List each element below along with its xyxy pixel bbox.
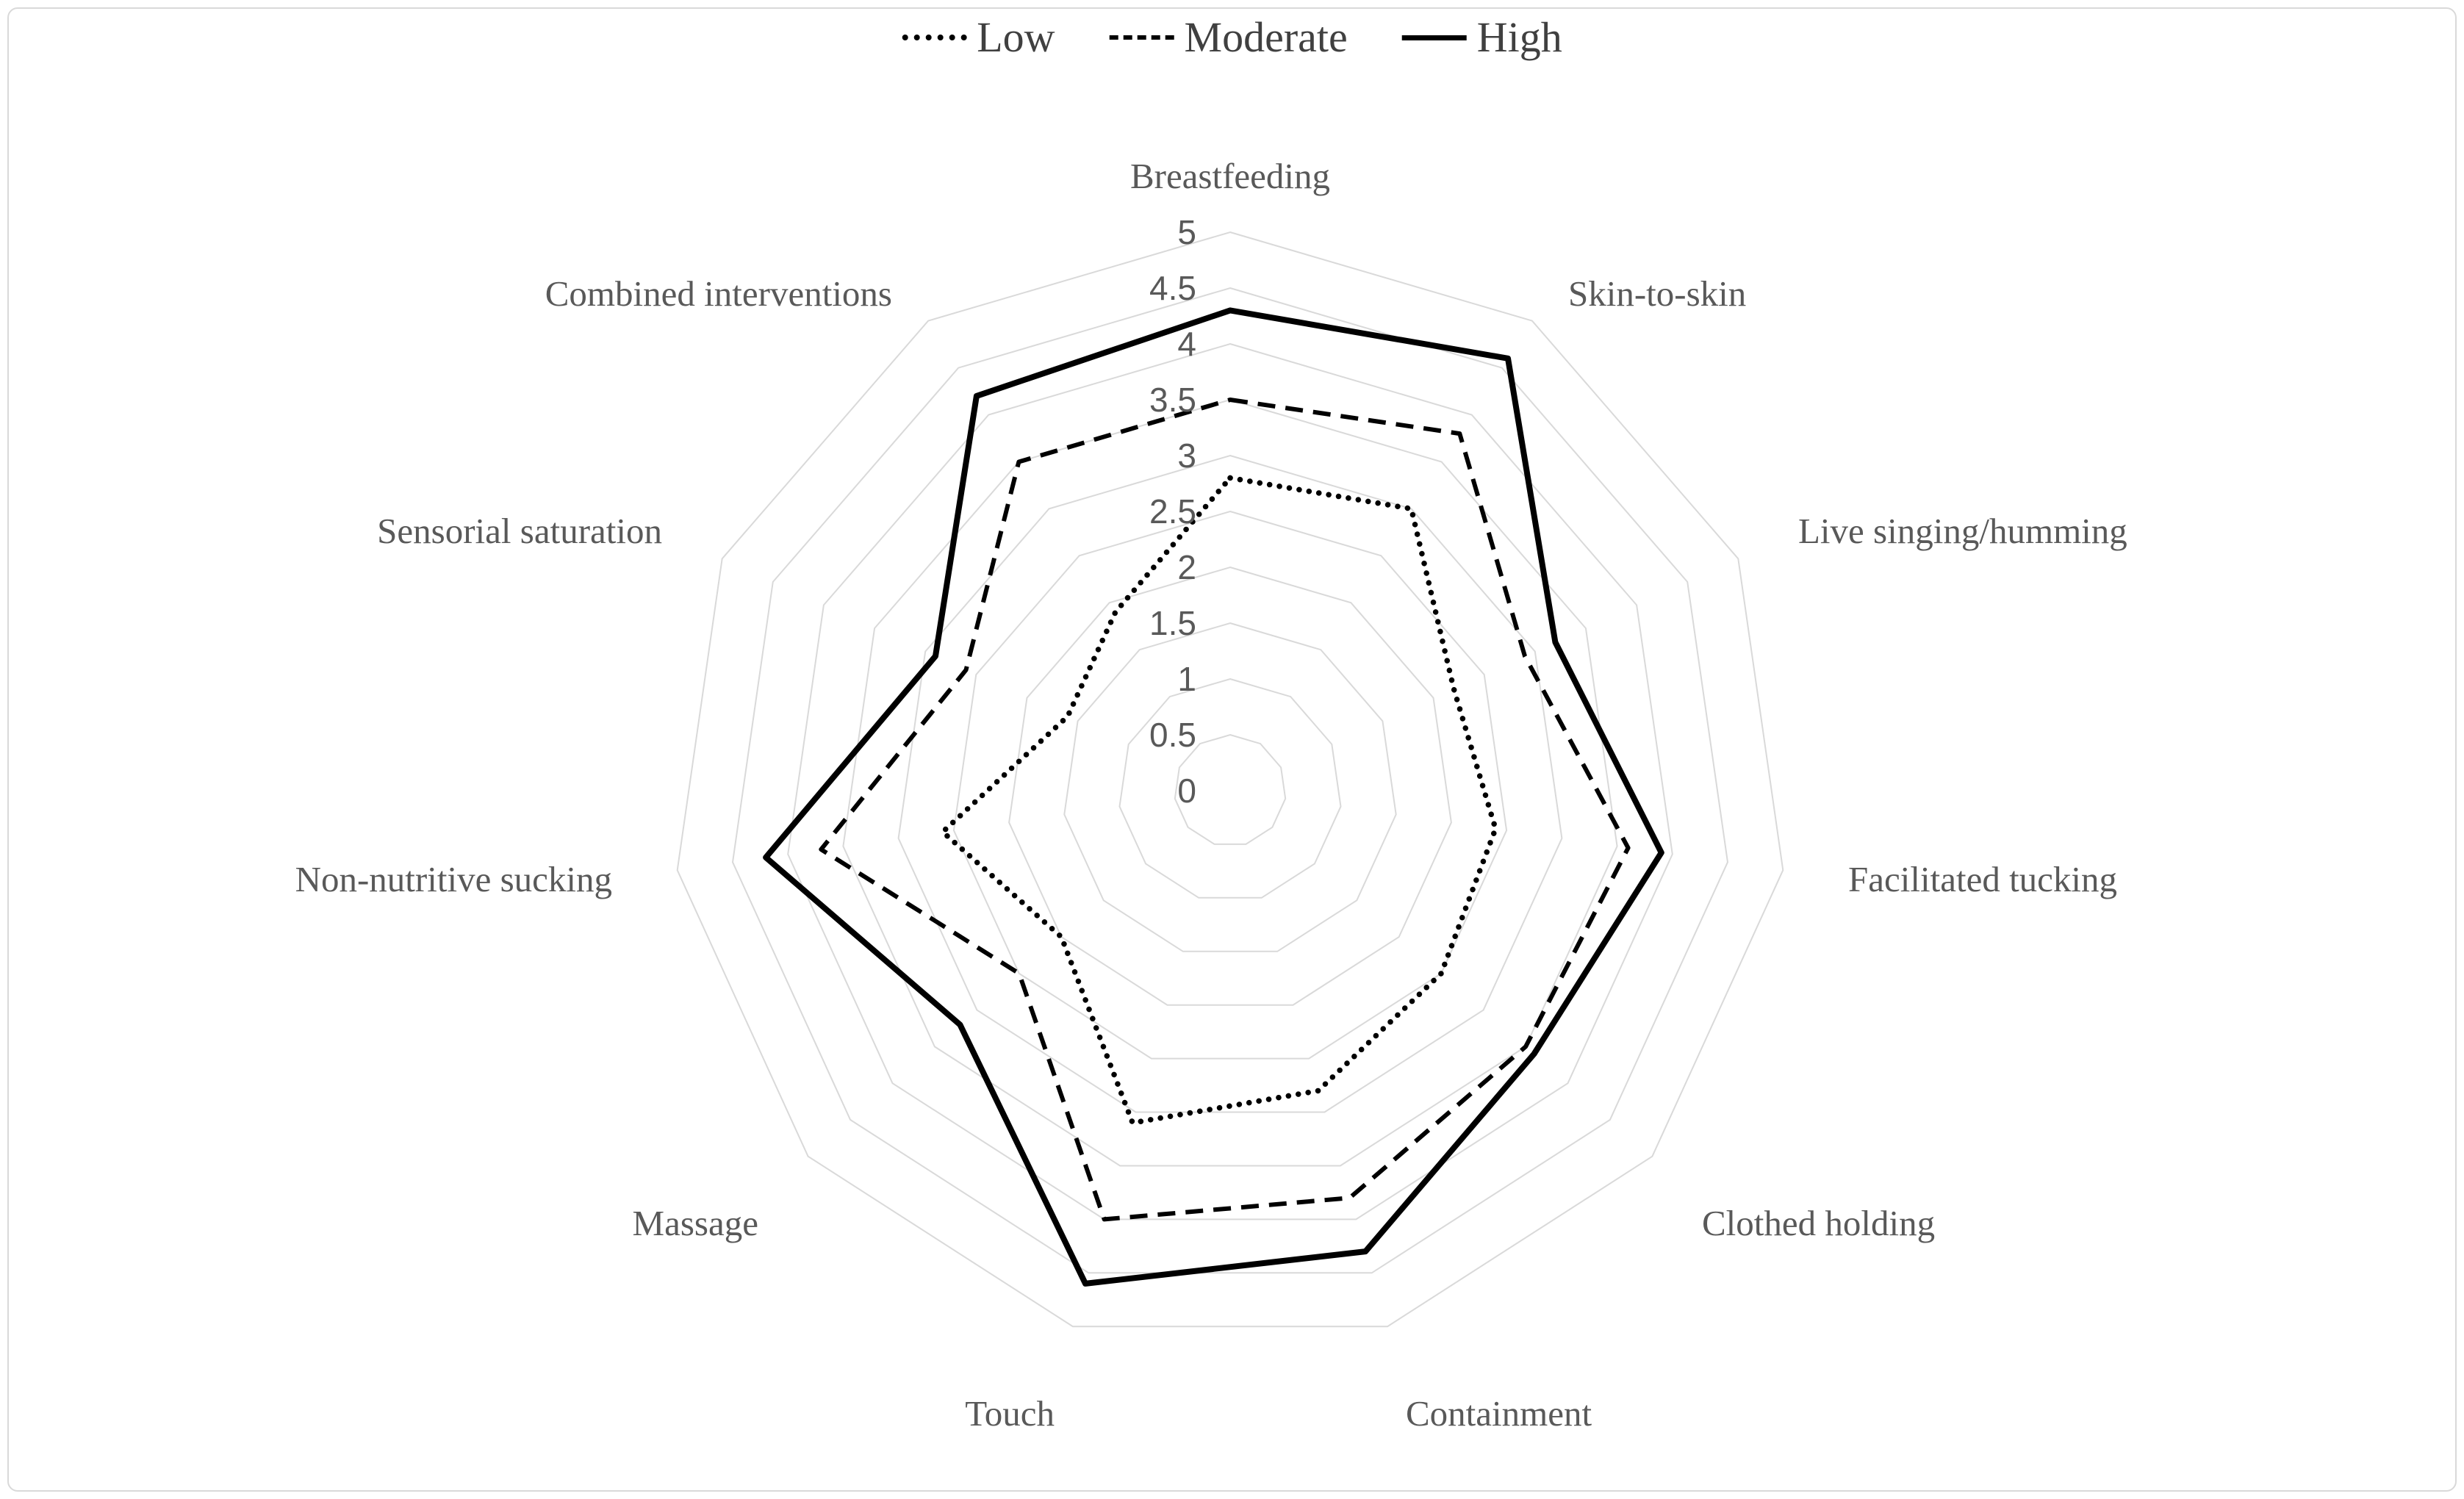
radar-gridline bbox=[731, 287, 1729, 1274]
radar-gridline bbox=[952, 510, 1508, 1060]
radar-series-low bbox=[940, 475, 1498, 1126]
radar-series-moderate bbox=[819, 398, 1631, 1222]
radar-gridline bbox=[1174, 733, 1287, 845]
radar-category-label: Facilitated tucking bbox=[1848, 859, 2117, 899]
radar-category-label: Live singing/humming bbox=[1798, 511, 2127, 551]
radar-category-label: Combined interventions bbox=[545, 273, 892, 314]
legend-item-low: Low bbox=[902, 16, 1055, 59]
radar-series-high bbox=[763, 307, 1664, 1287]
radar-category-label: Breastfeeding bbox=[1130, 156, 1330, 196]
radar-tick-label: 5 bbox=[1177, 213, 1196, 251]
legend-item-moderate: Moderate bbox=[1109, 13, 1348, 61]
radar-gridline bbox=[1063, 622, 1397, 952]
radar-tick-label: 4 bbox=[1177, 325, 1196, 363]
radar-category-label: Touch bbox=[965, 1393, 1055, 1434]
radar-gridline bbox=[787, 342, 1673, 1221]
radar-tick-label: 0.5 bbox=[1149, 716, 1196, 754]
legend-label: High bbox=[1476, 13, 1562, 61]
radar-category-label: Containment bbox=[1406, 1393, 1592, 1434]
radar-gridline bbox=[1008, 566, 1452, 1006]
radar-tick-label: 0 bbox=[1177, 772, 1196, 810]
legend-label: Low bbox=[977, 13, 1055, 61]
radar-category-label: Clothed holding bbox=[1702, 1203, 1935, 1243]
legend-item-high: High bbox=[1401, 13, 1562, 61]
radar-tick-label: 3 bbox=[1177, 436, 1196, 475]
radar-tick-label: 2 bbox=[1177, 548, 1196, 586]
radar-gridline bbox=[676, 231, 1784, 1328]
solid-line-swatch bbox=[1401, 35, 1467, 40]
radar-category-label: Skin-to-skin bbox=[1568, 273, 1746, 314]
radar-tick-label: 4.5 bbox=[1149, 269, 1196, 307]
chart-frame bbox=[7, 7, 2457, 1492]
radar-category-label: Sensorial saturation bbox=[377, 511, 662, 551]
radar-tick-label: 3.5 bbox=[1149, 381, 1196, 419]
radar-gridline bbox=[842, 398, 1618, 1167]
radar-gridline bbox=[1118, 677, 1342, 899]
legend-label: Moderate bbox=[1184, 13, 1348, 61]
radar-tick-label: 1 bbox=[1177, 660, 1196, 698]
radar-tick-label: 2.5 bbox=[1149, 492, 1196, 531]
dotted-line-swatch bbox=[902, 35, 967, 40]
radar-category-label: Massage bbox=[633, 1203, 758, 1243]
radar-tick-label: 1.5 bbox=[1149, 604, 1196, 642]
radar-category-label: Non-nutritive sucking bbox=[295, 859, 612, 899]
legend: Low Moderate High bbox=[902, 16, 1562, 59]
dashed-line-swatch bbox=[1109, 35, 1174, 40]
